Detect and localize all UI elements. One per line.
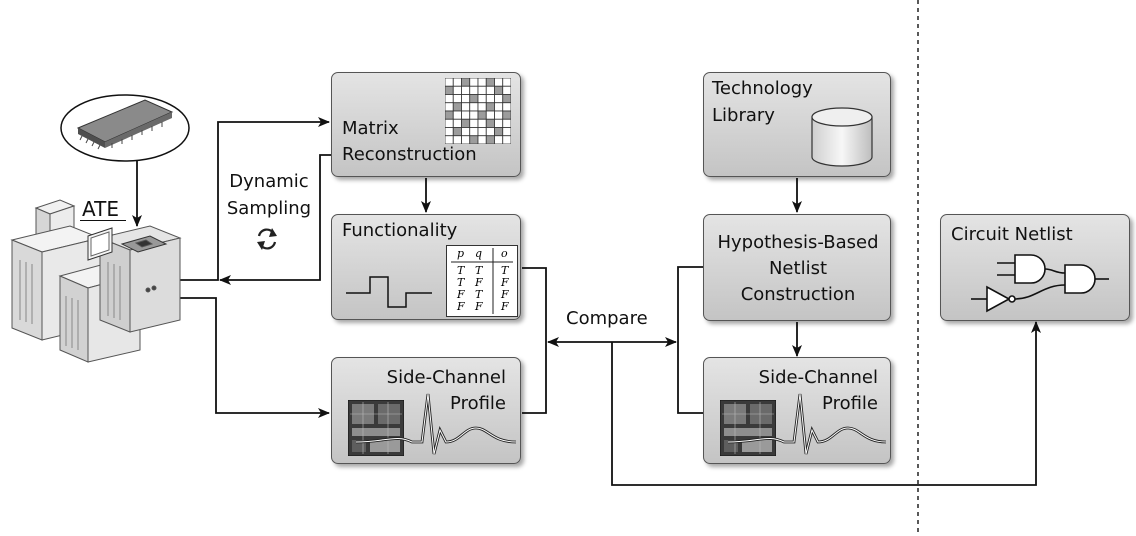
ate-tester-icon bbox=[10, 199, 182, 363]
bracket-left-compare bbox=[522, 267, 547, 414]
chip-icon bbox=[60, 94, 190, 162]
truth-table-cell: F bbox=[501, 288, 509, 301]
truth-table-cell: T bbox=[457, 276, 465, 289]
side-channel-right-line2: Profile bbox=[822, 393, 878, 414]
side-channel-right-line1: Side-Channel bbox=[758, 367, 878, 388]
matrix-reconstruction-line1: Matrix bbox=[342, 118, 399, 139]
power-trace-icon bbox=[727, 393, 887, 455]
hypothesis-line2: Netlist bbox=[768, 258, 828, 279]
technology-library-line2: Library bbox=[712, 105, 775, 126]
truth-table-cell: T bbox=[475, 288, 483, 301]
arrow-matrix-to-ate bbox=[219, 154, 331, 285]
box-circuit-netlist: Circuit Netlist bbox=[940, 214, 1130, 321]
hypothesis-line3: Construction bbox=[740, 284, 856, 305]
dynamic-sampling-line1: Dynamic bbox=[229, 171, 309, 192]
ate-label-underline bbox=[80, 220, 126, 221]
truth-table-cell: F bbox=[501, 276, 509, 289]
truth-table-cell: F bbox=[457, 300, 465, 313]
truth-table-header: o bbox=[501, 247, 508, 260]
box-matrix-reconstruction: Matrix Reconstruction bbox=[331, 72, 521, 177]
truth-table-cell: T bbox=[457, 264, 465, 277]
truth-table-header: q bbox=[475, 247, 483, 260]
matrix-reconstruction-line2: Reconstruction bbox=[342, 144, 477, 165]
box-technology-library: Technology Library bbox=[703, 72, 891, 177]
power-trace-icon bbox=[355, 393, 517, 455]
refresh-icon bbox=[257, 228, 277, 250]
functionality-label: Functionality bbox=[342, 220, 458, 241]
bracket-right-compare bbox=[677, 266, 703, 414]
truth-table-cell: T bbox=[475, 264, 483, 277]
technology-library-line1: Technology bbox=[712, 78, 813, 99]
pulse-waveform-icon bbox=[346, 276, 432, 308]
dynamic-sampling-line2: Sampling bbox=[226, 198, 312, 219]
die-photo-icon bbox=[348, 400, 404, 456]
matrix-grid-icon bbox=[445, 78, 511, 144]
database-cylinder-icon bbox=[811, 107, 873, 167]
logic-gates-icon bbox=[971, 254, 1109, 313]
truth-table-cell: T bbox=[501, 264, 509, 277]
box-side-channel-right: Side-Channel Profile bbox=[703, 357, 891, 464]
arrow-ate-to-sidechannel bbox=[180, 297, 330, 418]
die-photo-icon bbox=[720, 400, 776, 456]
circuit-netlist-label: Circuit Netlist bbox=[951, 224, 1073, 245]
box-hypothesis-netlist: Hypothesis-Based Netlist Construction bbox=[703, 214, 891, 321]
hypothesis-line1: Hypothesis-Based bbox=[717, 232, 879, 253]
truth-table-header: p bbox=[457, 247, 465, 260]
ate-label: ATE bbox=[82, 197, 119, 221]
side-channel-left-line2: Profile bbox=[450, 393, 506, 414]
truth-table-cell: F bbox=[475, 300, 483, 313]
truth-table-cell: F bbox=[475, 276, 483, 289]
arrow-ate-to-matrix bbox=[180, 117, 330, 281]
truth-table-cell: F bbox=[457, 288, 465, 301]
side-channel-left-line1: Side-Channel bbox=[386, 367, 506, 388]
compare-label: Compare bbox=[566, 308, 648, 329]
box-side-channel-left: Side-Channel Profile bbox=[331, 357, 521, 464]
truth-table-cell: F bbox=[501, 300, 509, 313]
arrow-compare-to-netlist bbox=[611, 321, 1041, 486]
